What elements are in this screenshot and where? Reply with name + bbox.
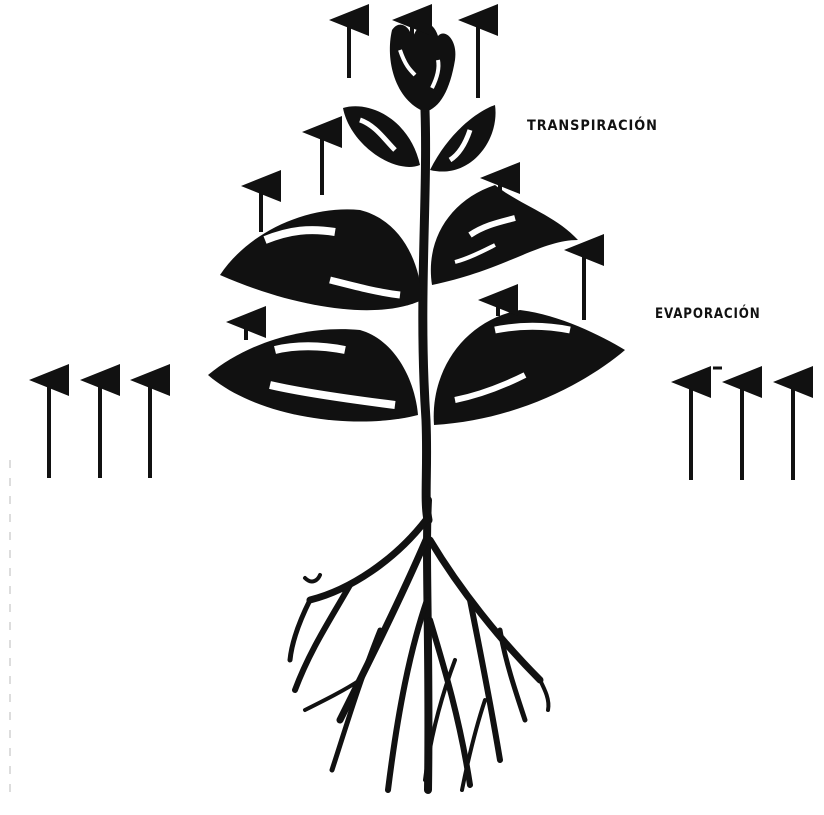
transpiration-label: TRANSPIRACIÓN bbox=[527, 118, 658, 134]
leaf-middle-right bbox=[431, 185, 578, 285]
plant-roots bbox=[290, 500, 548, 790]
top-bud bbox=[390, 24, 456, 112]
evaporation-label: EVAPORACIÓN bbox=[655, 306, 761, 322]
plant-stem bbox=[423, 110, 428, 520]
leaf-upper-right-small bbox=[430, 105, 496, 172]
